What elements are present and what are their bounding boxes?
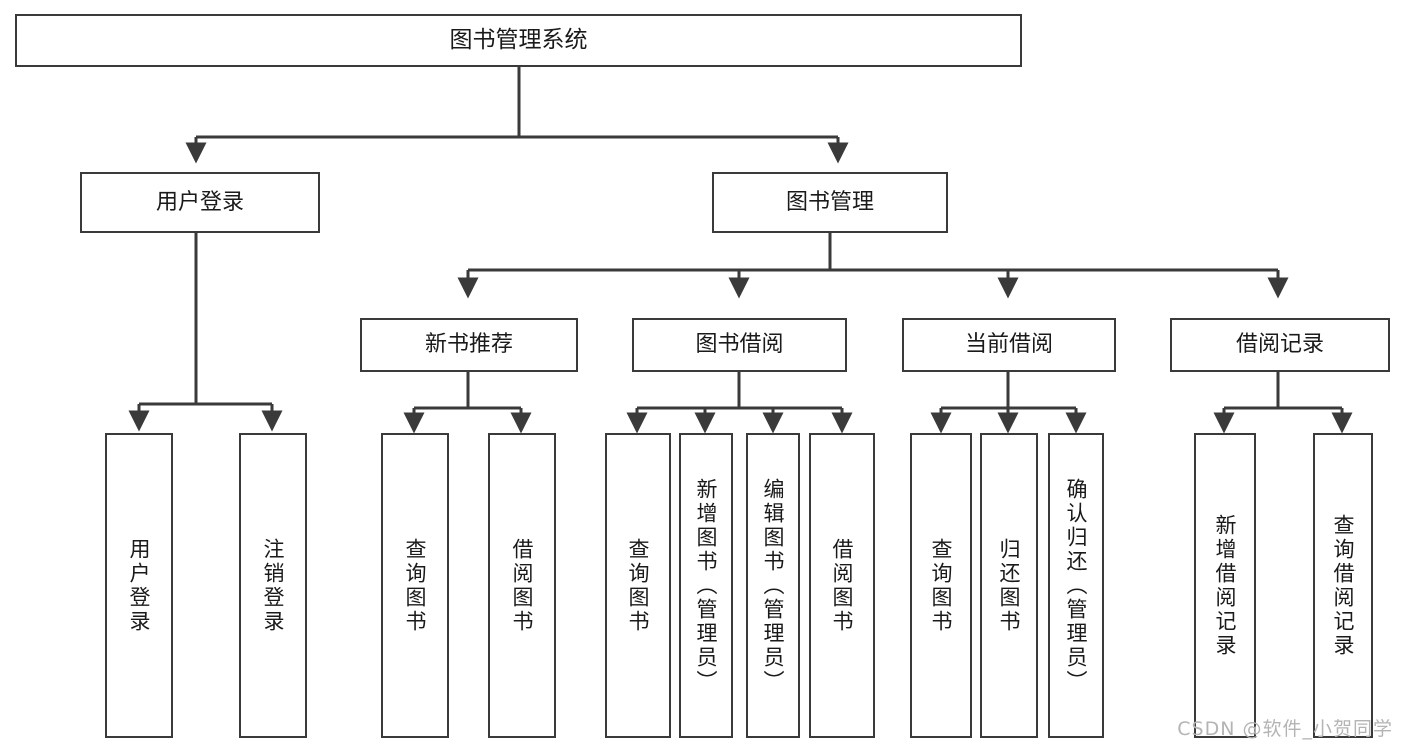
leaf-query-book-2-label: 查询图书: [626, 537, 651, 634]
leaf-logout-label: 注销登录: [261, 537, 286, 634]
leaf-query-book-1[interactable]: 查询图书: [381, 433, 449, 738]
node-user-login[interactable]: 用户登录: [80, 172, 320, 233]
leaf-add-record-label: 新增借阅记录: [1213, 513, 1238, 658]
leaf-confirm-return-admin-label: 确认归还（管理员）: [1064, 477, 1089, 694]
leaf-confirm-return-admin[interactable]: 确认归还（管理员）: [1048, 433, 1104, 738]
leaf-return-book-label: 归还图书: [997, 537, 1022, 634]
csdn-watermark: CSDN @软件_小贺同学: [1177, 718, 1393, 740]
node-new-book-recommend[interactable]: 新书推荐: [360, 318, 578, 372]
leaf-edit-book-admin[interactable]: 编辑图书（管理员）: [746, 433, 800, 738]
node-book-manage-label: 图书管理: [785, 189, 874, 215]
node-borrow-record[interactable]: 借阅记录: [1170, 318, 1390, 372]
leaf-add-book-admin[interactable]: 新增图书（管理员）: [679, 433, 733, 738]
node-root-label: 图书管理系统: [449, 27, 588, 54]
node-user-login-label: 用户登录: [155, 189, 244, 215]
leaf-borrow-book-2[interactable]: 借阅图书: [809, 433, 875, 738]
leaf-add-record[interactable]: 新增借阅记录: [1194, 433, 1256, 738]
node-book-borrow-label: 图书借阅: [695, 332, 784, 358]
node-book-borrow[interactable]: 图书借阅: [632, 318, 847, 372]
leaf-borrow-book-1-label: 借阅图书: [510, 537, 535, 634]
leaf-add-book-admin-label: 新增图书（管理员）: [694, 477, 719, 694]
node-borrow-record-label: 借阅记录: [1235, 332, 1324, 358]
node-root[interactable]: 图书管理系统: [15, 14, 1022, 67]
node-new-book-recommend-label: 新书推荐: [424, 332, 513, 358]
leaf-query-book-2[interactable]: 查询图书: [605, 433, 671, 738]
leaf-query-record[interactable]: 查询借阅记录: [1313, 433, 1373, 738]
leaf-return-book[interactable]: 归还图书: [980, 433, 1038, 738]
node-current-borrow[interactable]: 当前借阅: [902, 318, 1116, 372]
leaf-query-record-label: 查询借阅记录: [1331, 513, 1356, 658]
leaf-edit-book-admin-label: 编辑图书（管理员）: [761, 477, 786, 694]
leaf-borrow-book-1[interactable]: 借阅图书: [488, 433, 556, 738]
leaf-user-login-label: 用户登录: [127, 537, 152, 634]
node-book-manage[interactable]: 图书管理: [712, 172, 948, 233]
leaf-borrow-book-2-label: 借阅图书: [830, 537, 855, 634]
leaf-logout[interactable]: 注销登录: [239, 433, 307, 738]
leaf-query-book-1-label: 查询图书: [403, 537, 428, 634]
node-current-borrow-label: 当前借阅: [964, 332, 1053, 358]
leaf-query-book-3[interactable]: 查询图书: [910, 433, 972, 738]
leaf-user-login[interactable]: 用户登录: [105, 433, 173, 738]
leaf-query-book-3-label: 查询图书: [929, 537, 954, 634]
